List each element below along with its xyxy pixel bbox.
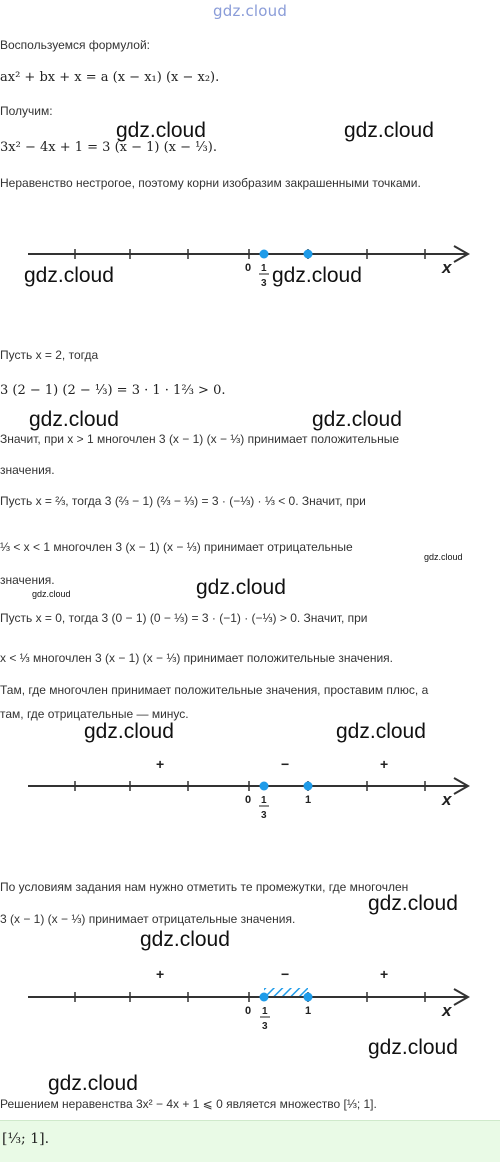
sign-middle: − <box>281 966 289 982</box>
negative-interval-text-cont: значения. <box>0 573 55 587</box>
let-x2-text: Пусть x = 2, тогда <box>0 348 99 362</box>
axis-var: x <box>441 790 453 809</box>
label-zero: 0 <box>245 1005 251 1017</box>
axis-arrow <box>453 988 471 1006</box>
formula-general: ax² + bx + x = a (x − x₁) (x − x₂). <box>0 70 220 85</box>
label-one: 1 <box>305 794 311 806</box>
label-zero: 0 <box>245 794 251 806</box>
root-point-third <box>259 781 269 791</box>
watermark: gdz.cloud <box>344 119 434 142</box>
site-header[interactable]: gdz.cloud <box>213 2 288 20</box>
task-text: По условиям задания нам нужно отметить т… <box>0 880 409 894</box>
root-point-third <box>259 992 269 1002</box>
let-x23-text: Пусть x = ⅔, тогда 3 (⅔ − 1) (⅔ − ⅓) = 3… <box>0 494 366 508</box>
solution-hatch <box>264 988 308 997</box>
answer-box: [⅓; 1]. <box>0 1120 500 1162</box>
got-text: Получим: <box>0 104 53 118</box>
sign-left: + <box>156 966 164 982</box>
sign-right: + <box>380 756 388 772</box>
signs-text-cont: там, где отрицательные — минус. <box>0 707 189 721</box>
answer-value: [⅓; 1]. <box>2 1131 50 1147</box>
watermark: gdz.cloud <box>24 264 114 287</box>
watermark: gdz.cloud <box>368 892 458 915</box>
label-third-num: 1 <box>261 263 267 274</box>
label-one: 1 <box>305 1005 311 1017</box>
label-third-num: 1 <box>262 1006 268 1017</box>
number-line-signs: + − + 0 1 3 1 x <box>28 756 471 821</box>
axis-var: x <box>441 258 453 277</box>
root-point-third <box>259 249 269 259</box>
positive-gt1-text-cont: значения. <box>0 463 55 477</box>
watermark: gdz.cloud <box>312 408 402 431</box>
watermark: gdz.cloud <box>196 576 286 599</box>
positive-gt1-text: Значит, при x > 1 многочлен 3 (x − 1) (x… <box>0 432 399 446</box>
watermark: gdz.cloud <box>116 119 206 142</box>
positive-lt13-text: x < ⅓ многочлен 3 (x − 1) (x − ⅓) приним… <box>0 651 393 665</box>
label-third-den: 3 <box>262 1021 268 1032</box>
negative-interval-text: ⅓ < x < 1 многочлен 3 (x − 1) (x − ⅓) пр… <box>0 540 353 554</box>
watermark: gdz.cloud <box>336 720 426 743</box>
axis-ticks <box>74 992 426 1002</box>
calc-x2: 3 (2 − 1) (2 − ⅓) = 3 · 1 · 1⅔ > 0. <box>0 383 226 398</box>
sign-left: + <box>156 756 164 772</box>
label-third-num: 1 <box>261 795 267 806</box>
signs-text: Там, где многочлен принимает положительн… <box>0 683 429 697</box>
number-line-solution: + − + 0 1 3 1 x <box>28 966 471 1032</box>
task-text-cont: 3 (x − 1) (x − ⅓) принимает отрицательны… <box>0 912 296 926</box>
label-zero: 0 <box>245 262 251 274</box>
label-third-den: 3 <box>261 278 267 289</box>
watermark: gdz.cloud <box>272 264 362 287</box>
axis-arrow <box>453 245 471 263</box>
watermark: gdz.cloud <box>32 589 71 599</box>
sign-right: + <box>380 966 388 982</box>
axis-arrow <box>453 777 471 795</box>
axis-var: x <box>441 1001 453 1020</box>
root-point-one <box>303 249 313 259</box>
roots-note: Неравенство нестрогое, поэтому корни изо… <box>0 176 421 190</box>
number-line-roots: 0 1 3 x <box>28 245 471 289</box>
solution-text: Решением неравенства 3x² − 4x + 1 ⩽ 0 яв… <box>0 1097 377 1111</box>
root-point-one <box>303 992 313 1002</box>
watermark: gdz.cloud <box>424 552 463 562</box>
label-third-den: 3 <box>261 810 267 821</box>
watermark: gdz.cloud <box>368 1036 458 1059</box>
formula-factored: 3x² − 4x + 1 = 3 (x − 1) (x − ⅓). <box>0 140 217 155</box>
watermark: gdz.cloud <box>140 928 230 951</box>
let-x0-text: Пусть x = 0, тогда 3 (0 − 1) (0 − ⅓) = 3… <box>0 611 368 625</box>
root-point-one <box>303 781 313 791</box>
watermark: gdz.cloud <box>48 1072 138 1095</box>
watermark: gdz.cloud <box>84 720 174 743</box>
intro-text: Воспользуемся формулой: <box>0 38 151 52</box>
sign-middle: − <box>281 756 289 772</box>
watermark: gdz.cloud <box>29 408 119 431</box>
